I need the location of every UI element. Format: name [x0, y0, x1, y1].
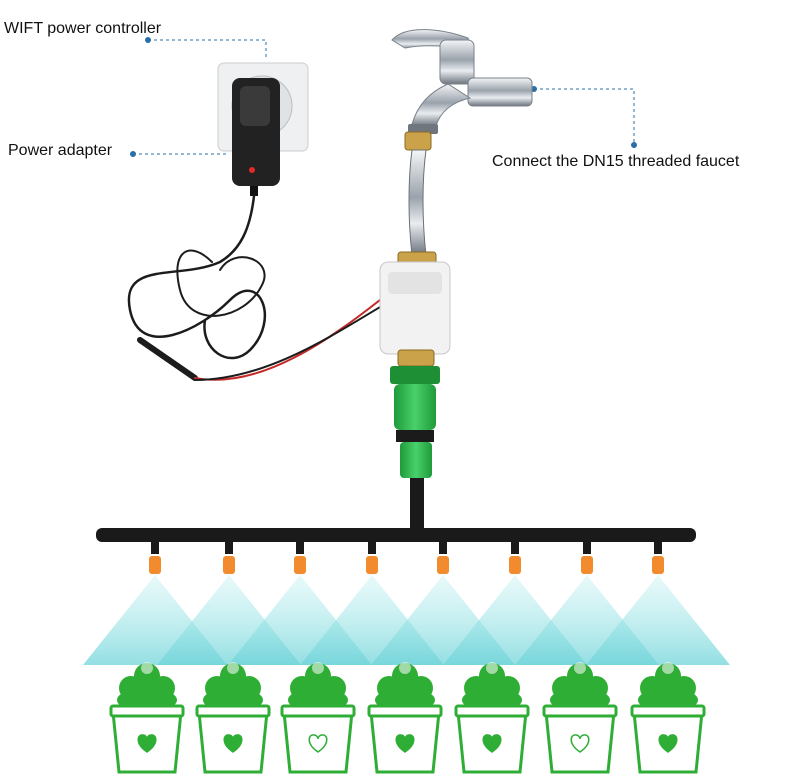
distribution-pipe: [96, 528, 696, 542]
power-adapter-label: Power adapter: [8, 142, 113, 159]
pot-4: [367, 662, 443, 774]
flexible-hose: [397, 131, 437, 267]
flower-icon: [574, 662, 586, 674]
heart-icon: [223, 734, 243, 753]
pot-2: [195, 662, 271, 774]
callout-dots: [130, 37, 637, 157]
pot-6: [542, 662, 618, 774]
plant-icon: [117, 662, 177, 712]
plant-icon: [638, 662, 698, 712]
pot-3: [280, 662, 356, 774]
callout-lines: [133, 39, 635, 155]
mist-nozzles: [83, 542, 730, 665]
pot-1: [109, 662, 185, 774]
power-adapter-icon: [232, 78, 280, 196]
flower-icon: [227, 662, 239, 674]
heart-icon: [658, 734, 678, 753]
flower-icon: [312, 662, 324, 674]
flower-icon: [141, 662, 153, 674]
heart-icon: [308, 734, 328, 753]
heart-icon: [482, 734, 502, 753]
flower-icon: [662, 662, 674, 674]
plant-icon: [203, 662, 263, 712]
flower-icon: [486, 662, 498, 674]
solenoid-valve: [379, 261, 451, 367]
power-cable: [127, 194, 393, 381]
pot-5: [454, 662, 530, 774]
heart-icon: [395, 734, 415, 753]
flower-icon: [399, 662, 411, 674]
heart-icon: [570, 734, 590, 753]
hose-connector: [390, 366, 440, 530]
wifi-controller-label: WIFT power controller: [4, 20, 162, 37]
faucet-label: Connect the DN15 threaded faucet: [492, 153, 740, 170]
pot-7: [630, 662, 706, 774]
plant-pots: [109, 662, 706, 774]
nozzle-8: [586, 542, 730, 665]
heart-icon: [137, 734, 157, 753]
faucet-icon: [391, 29, 533, 134]
